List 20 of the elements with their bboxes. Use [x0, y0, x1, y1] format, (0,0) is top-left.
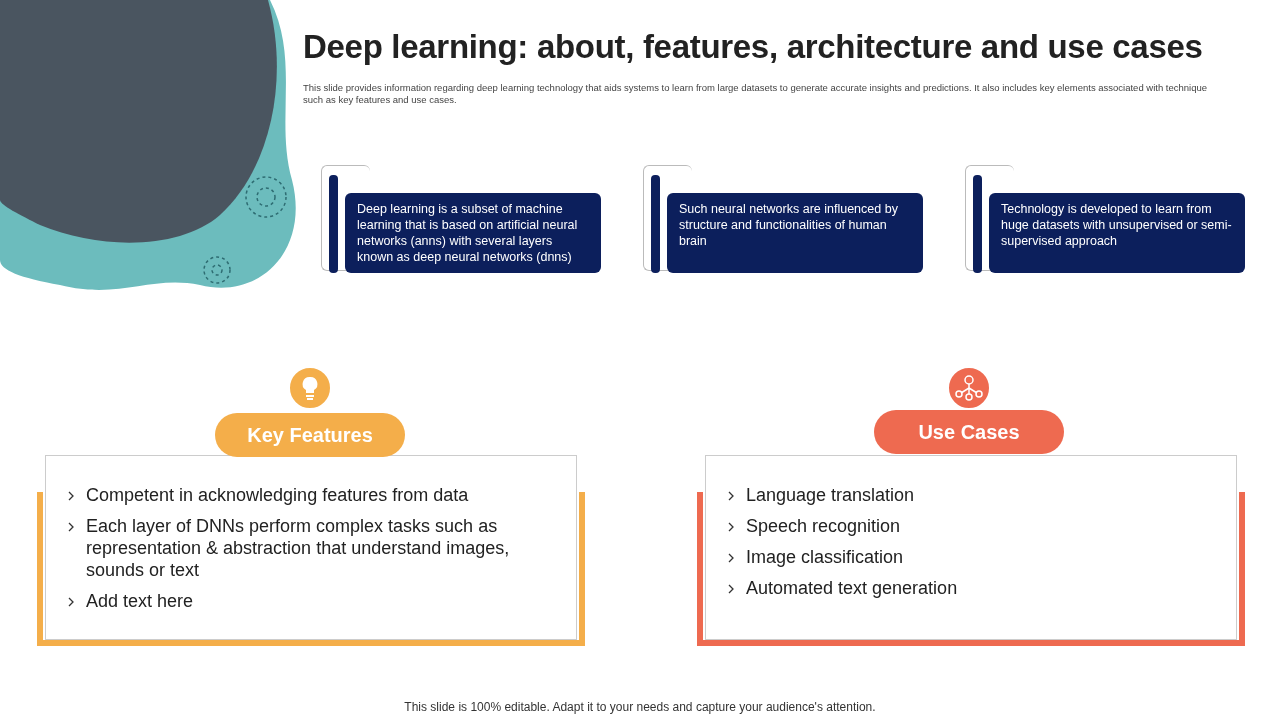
list-item: Language translation: [746, 485, 915, 505]
subtitle-text: This slide provides information regarding deep learning technology that aids systems to learn from large datasets to generate accurate insights and predictions. It also includes key elements associated with technique such as key features and use cases.: [303, 82, 1209, 106]
description-text: Deep learning is a subset of machine learning that is based on artificial neural networks (anns) with several layers known as deep neural networks (dnns): [357, 201, 579, 265]
slide-title: Deep learning: about, features, architecture and use cases: [303, 28, 1203, 66]
list-item: Image classification: [746, 547, 904, 567]
list-item: Each layer of DNNs perform complex tasks such as representation & abstraction that understand images, sounds or text: [86, 516, 510, 580]
description-box: [989, 193, 1245, 273]
list-item: Speech recognition: [746, 516, 901, 536]
heading-pill: Key Features: [215, 413, 405, 457]
list-item: Competent in acknowledging features from data: [86, 485, 469, 505]
description-box: [667, 193, 923, 273]
list-card: [45, 455, 577, 640]
list-item: Add text here: [86, 591, 194, 611]
list-item: Automated text generation: [746, 578, 958, 598]
description-text: Technology is developed to learn from huge datasets with unsupervised or semi-supervised approach: [1001, 201, 1233, 249]
description-text: Such neural networks are influenced by structure and functionalities of human brain: [679, 201, 899, 249]
heading-pill: Use Cases: [874, 410, 1064, 454]
list-card: [705, 455, 1237, 640]
footer-note: This slide is 100% editable. Adapt it to your needs and capture your audience's attention.: [403, 700, 877, 714]
description-box: [345, 193, 601, 273]
